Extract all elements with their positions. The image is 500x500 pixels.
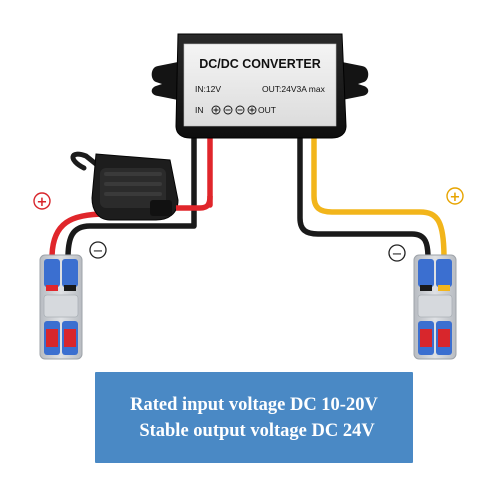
svg-text:+: +: [450, 190, 461, 205]
wires: [49, 127, 447, 261]
output-spec: OUT:24V3A max: [262, 84, 326, 94]
terminal-symbols: [211, 105, 257, 115]
caption-input-voltage: Rated input voltage DC 10-20V: [130, 394, 378, 415]
module-title: DC/DC CONVERTER: [199, 57, 321, 71]
fuse-holder-icon: [70, 151, 213, 221]
terminal-out-label: OUT: [258, 105, 276, 115]
caption-output-voltage: Stable output voltage DC 24V: [139, 420, 375, 441]
output-yellow-wire: [311, 135, 447, 261]
svg-text:+: +: [37, 195, 48, 210]
output-minus-symbol: −: [388, 244, 406, 262]
output-black-wire: [297, 135, 431, 261]
input-red-wire-2: [49, 211, 109, 261]
svg-text:−: −: [93, 244, 104, 259]
input-black-wire: [65, 127, 197, 261]
terminal-in-label: IN: [195, 105, 204, 115]
svg-text:−: −: [392, 247, 403, 262]
left-wire-connector-icon: [39, 254, 83, 360]
input-plus-symbol: +: [33, 192, 51, 210]
caption-banner: Rated input voltage DC 10-20V Stable out…: [95, 372, 413, 463]
module-label: [183, 43, 337, 127]
input-minus-symbol: −: [89, 241, 107, 259]
input-spec: IN:12V: [195, 84, 221, 94]
dc-dc-converter-module: DC/DC CONVERTER IN:12V OUT:24V3A max IN …: [151, 33, 369, 139]
output-plus-symbol: +: [446, 187, 464, 205]
right-wire-connector-icon: [413, 254, 457, 360]
right-mounting-ear: [342, 62, 369, 100]
left-mounting-ear: [151, 62, 178, 100]
